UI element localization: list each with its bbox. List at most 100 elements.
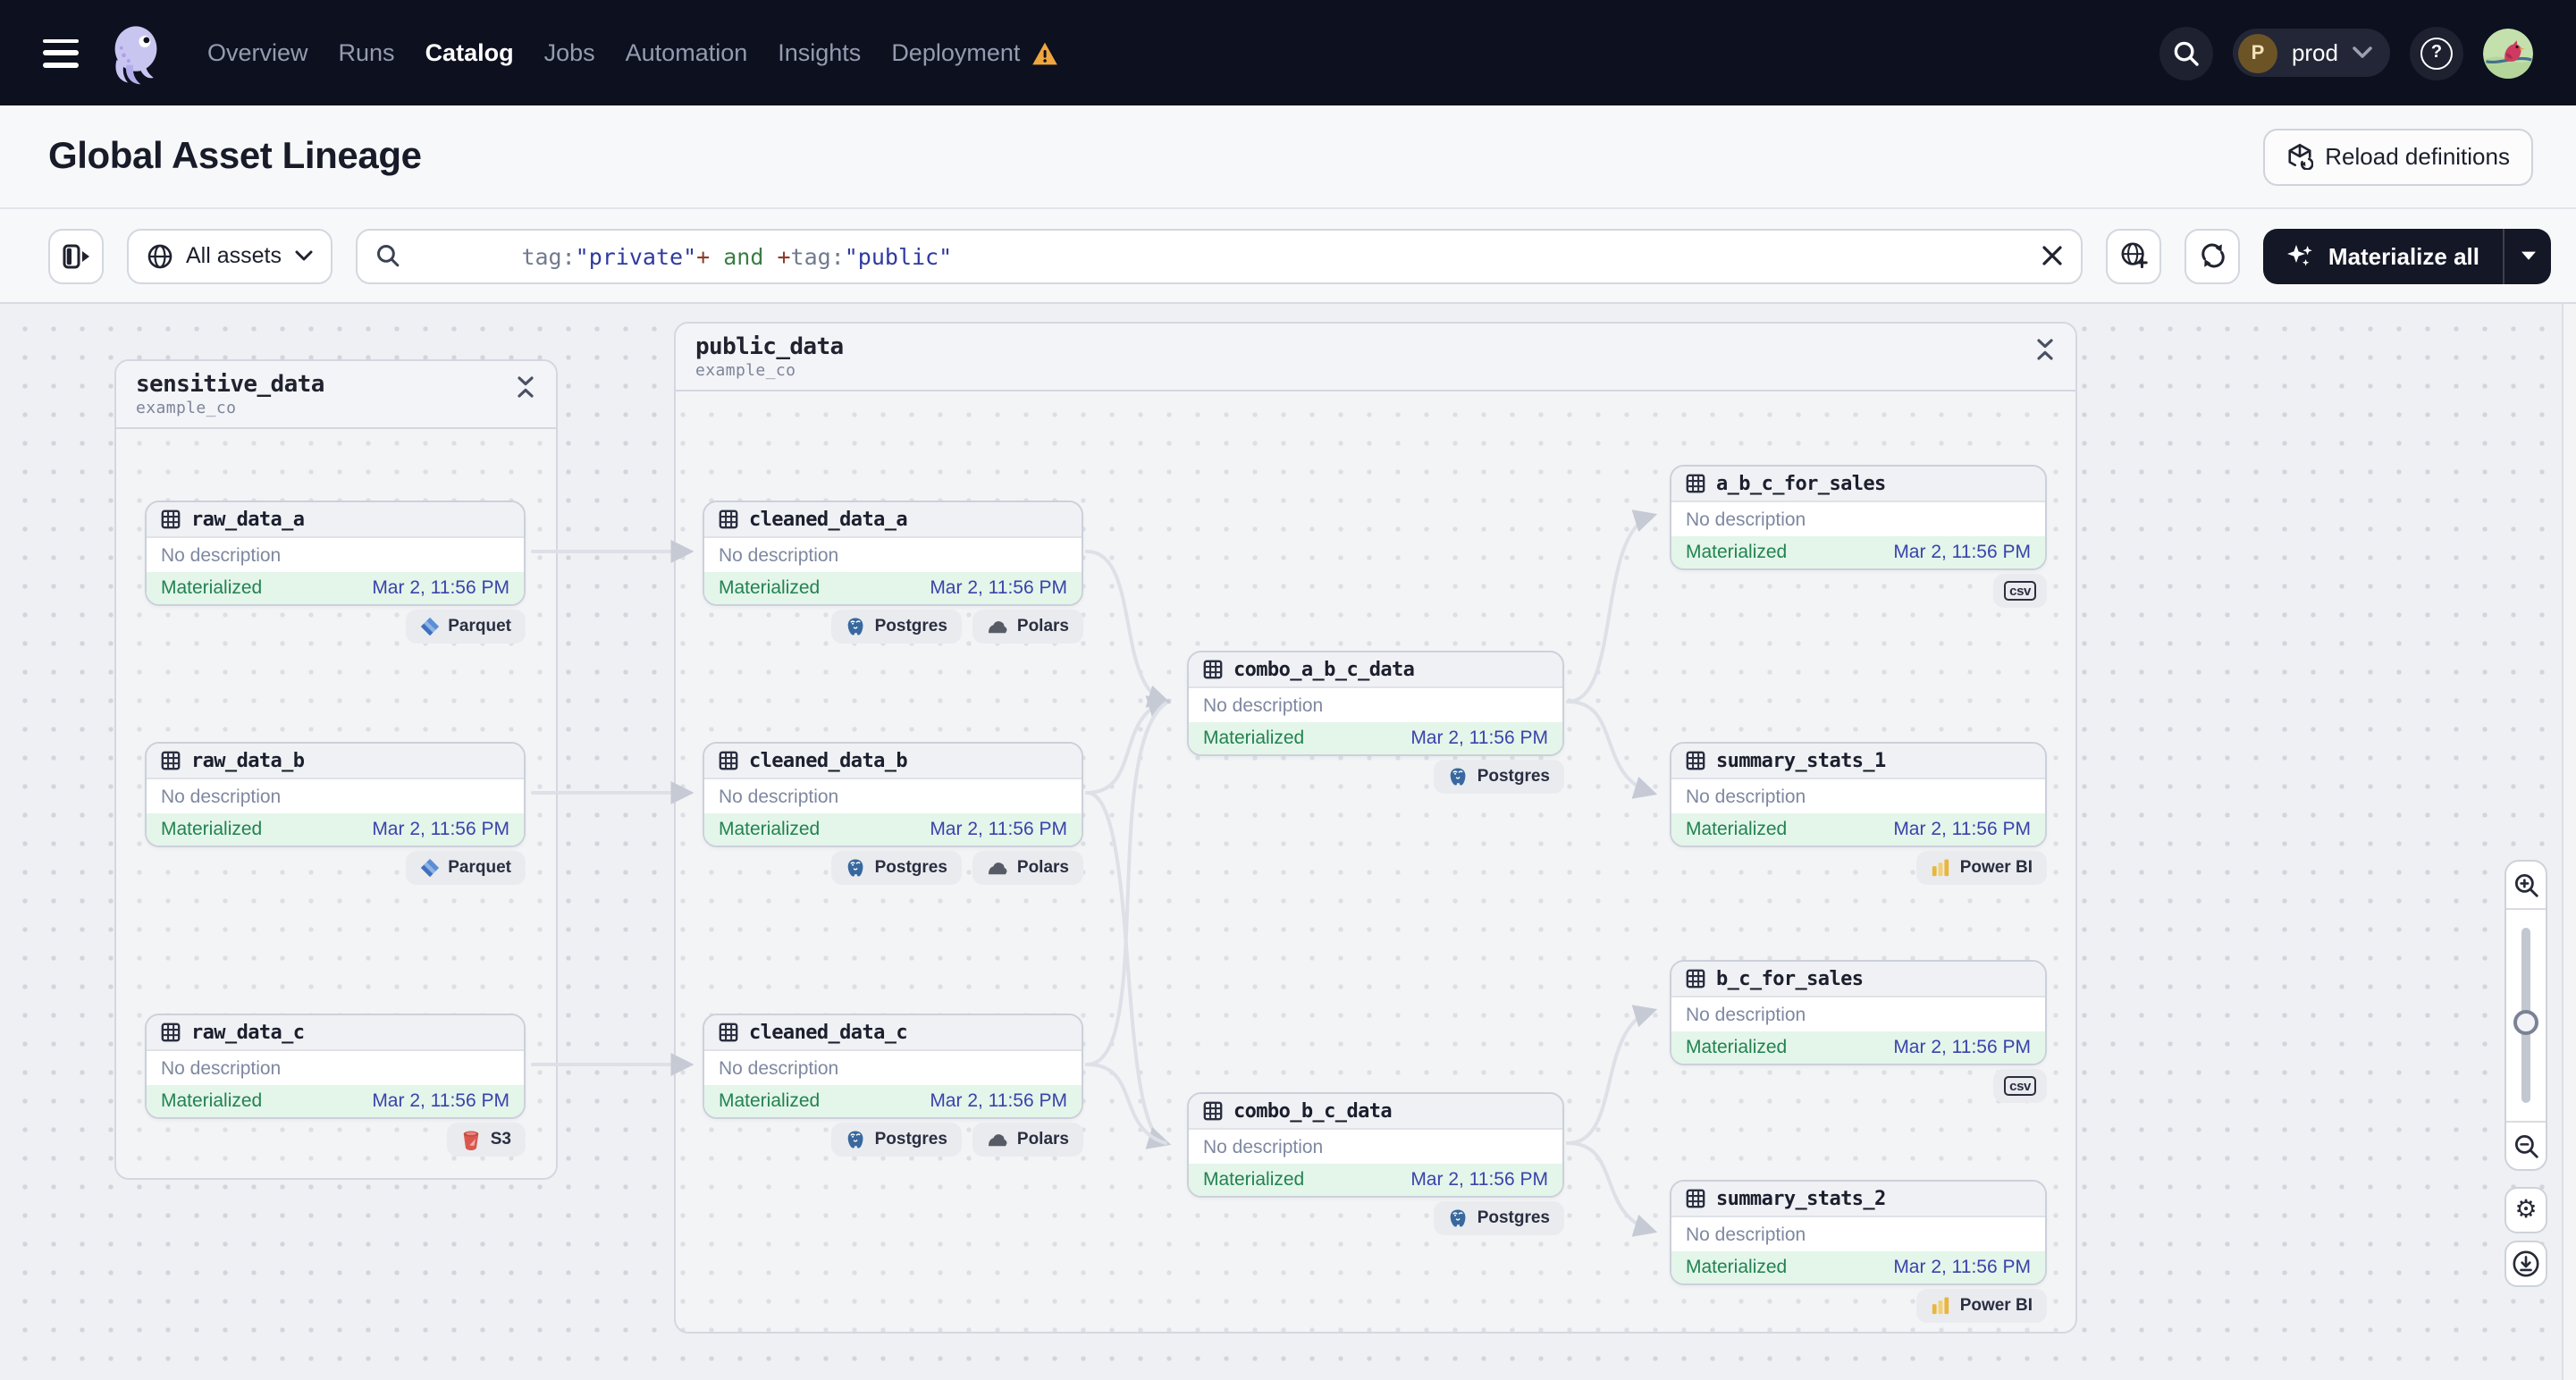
asset-status: Materialized — [719, 1090, 821, 1112]
collapse-group-button[interactable] — [513, 372, 538, 411]
asset-tags: Parquet — [145, 851, 526, 885]
asset-selection-button[interactable] — [2106, 228, 2162, 283]
tag-s3[interactable]: S3 — [447, 1123, 526, 1157]
search-icon — [2174, 40, 2199, 65]
s3-icon — [464, 1130, 479, 1149]
tag-label: S3 — [490, 1130, 511, 1149]
tag-postgres[interactable]: Postgres — [831, 1123, 962, 1157]
materialize-all-button[interactable]: Materialize all — [2264, 228, 2503, 283]
collapse-group-button[interactable] — [2033, 334, 2058, 374]
asset-description: No description — [147, 779, 524, 813]
zoom-control-panel — [2504, 860, 2547, 1171]
environment-name: prod — [2291, 39, 2338, 66]
graph-settings-button[interactable]: ⚙ — [2504, 1187, 2547, 1233]
asset-node-summary-stats-1[interactable]: summary_stats_1 No description Materiali… — [1670, 742, 2047, 847]
asset-node-a-b-c-for-sales[interactable]: a_b_c_for_sales No description Materiali… — [1670, 465, 2047, 570]
nav-item-jobs[interactable]: Jobs — [543, 39, 595, 66]
tag-polars[interactable]: Polars — [972, 1123, 1083, 1157]
collapse-icon — [518, 376, 534, 398]
refresh-graph-button[interactable] — [2185, 228, 2241, 283]
tag-csv[interactable]: csv — [1993, 574, 2047, 608]
caret-down-icon — [2521, 251, 2535, 260]
tag-parquet[interactable]: Parquet — [405, 851, 526, 885]
clear-search-icon[interactable] — [2042, 245, 2064, 266]
warning-icon — [1031, 41, 1057, 64]
chevron-down-icon — [2353, 46, 2372, 58]
tag-csv[interactable]: csv — [1993, 1069, 2047, 1103]
asset-status: Materialized — [161, 1090, 263, 1112]
asset-node-combo-b-c-data[interactable]: combo_b_c_data No description Materializ… — [1187, 1092, 1564, 1198]
nav-item-insights[interactable]: Insights — [778, 39, 862, 66]
group-name: sensitive_data — [136, 372, 324, 399]
tag-polars[interactable]: Polars — [972, 851, 1083, 885]
asset-name: combo_b_c_data — [1233, 1099, 1393, 1123]
globe-icon — [147, 243, 173, 268]
reload-definitions-button[interactable]: Reload definitions — [2262, 128, 2533, 185]
asset-search-input[interactable]: tag:"private"+ and +tag:"public" — [355, 228, 2084, 283]
zoom-slider-handle[interactable] — [2513, 1010, 2538, 1035]
asset-node-cleaned-data-b[interactable]: cleaned_data_b No description Materializ… — [703, 742, 1083, 847]
table-icon — [1686, 1189, 1705, 1208]
nav-item-deployment[interactable]: Deployment — [891, 39, 1021, 66]
zoom-out-button[interactable] — [2506, 1123, 2546, 1169]
asset-scope-dropdown[interactable]: All assets — [127, 228, 332, 283]
user-avatar[interactable] — [2483, 28, 2533, 78]
asset-tags: Postgres Polars — [703, 1123, 1083, 1157]
dagster-logo-icon[interactable] — [104, 21, 168, 85]
postgres-icon — [848, 859, 864, 877]
nav-item-overview[interactable]: Overview — [207, 39, 308, 66]
asset-status: Materialized — [1203, 728, 1305, 749]
scrollbar[interactable] — [2562, 304, 2576, 1380]
asset-name: summary_stats_1 — [1716, 749, 1886, 772]
asset-timestamp: Mar 2, 11:56 PM — [372, 819, 509, 840]
panel-toggle-icon — [62, 243, 88, 268]
asset-timestamp: Mar 2, 11:56 PM — [930, 1090, 1067, 1112]
zoom-in-icon — [2513, 872, 2538, 896]
search-query-text: tag:"private"+ and +tag:"public" — [414, 215, 2028, 296]
tag-postgres[interactable]: Postgres — [831, 851, 962, 885]
asset-node-cleaned-data-c[interactable]: cleaned_data_c No description Materializ… — [703, 1014, 1083, 1119]
hamburger-menu-icon[interactable] — [43, 38, 79, 67]
query-segment: tag: — [521, 242, 576, 269]
postgres-icon — [848, 1131, 864, 1149]
zoom-slider[interactable] — [2506, 908, 2546, 1123]
asset-name: cleaned_data_b — [749, 749, 908, 772]
zoom-in-button[interactable] — [2506, 862, 2546, 908]
tag-power-bi[interactable]: Power BI — [1916, 1289, 2047, 1323]
tag-postgres[interactable]: Postgres — [1434, 1201, 1564, 1235]
tag-parquet[interactable]: Parquet — [405, 610, 526, 644]
asset-tags: S3 — [145, 1123, 526, 1157]
tag-postgres[interactable]: Postgres — [1434, 760, 1564, 794]
nav-item-catalog[interactable]: Catalog — [425, 39, 514, 66]
asset-node-cleaned-data-a[interactable]: cleaned_data_a No description Materializ… — [703, 501, 1083, 606]
postgres-icon — [1451, 1209, 1467, 1227]
reload-definitions-label: Reload definitions — [2325, 143, 2510, 170]
tag-postgres[interactable]: Postgres — [831, 610, 962, 644]
environment-switcher[interactable]: P prod — [2232, 29, 2390, 77]
group-location: example_co — [136, 400, 237, 418]
asset-name: combo_a_b_c_data — [1233, 658, 1415, 681]
download-image-button[interactable] — [2504, 1241, 2547, 1287]
asset-node-summary-stats-2[interactable]: summary_stats_2 No description Materiali… — [1670, 1180, 2047, 1285]
help-button[interactable]: ? — [2410, 26, 2463, 80]
query-segment: + — [696, 242, 711, 269]
asset-description: No description — [1189, 688, 1562, 722]
lineage-canvas[interactable]: sensitive_data example_co public_data ex… — [0, 304, 2576, 1380]
group-header[interactable]: public_data example_co — [676, 324, 2075, 391]
asset-node-b-c-for-sales[interactable]: b_c_for_sales No description Materialize… — [1670, 960, 2047, 1065]
nav-item-automation[interactable]: Automation — [625, 39, 748, 66]
materialize-options-button[interactable] — [2503, 228, 2551, 283]
open-sidebar-button[interactable] — [48, 228, 104, 283]
tag-polars[interactable]: Polars — [972, 610, 1083, 644]
group-header[interactable]: sensitive_data example_co — [116, 361, 556, 429]
table-icon — [719, 751, 738, 770]
refresh-icon — [2201, 243, 2225, 268]
search-button[interactable] — [2159, 26, 2213, 80]
asset-node-combo-a-b-c-data[interactable]: combo_a_b_c_data No description Material… — [1187, 651, 1564, 756]
nav-item-runs[interactable]: Runs — [338, 39, 395, 66]
tag-power-bi[interactable]: Power BI — [1916, 851, 2047, 885]
asset-status: Materialized — [1203, 1169, 1305, 1191]
